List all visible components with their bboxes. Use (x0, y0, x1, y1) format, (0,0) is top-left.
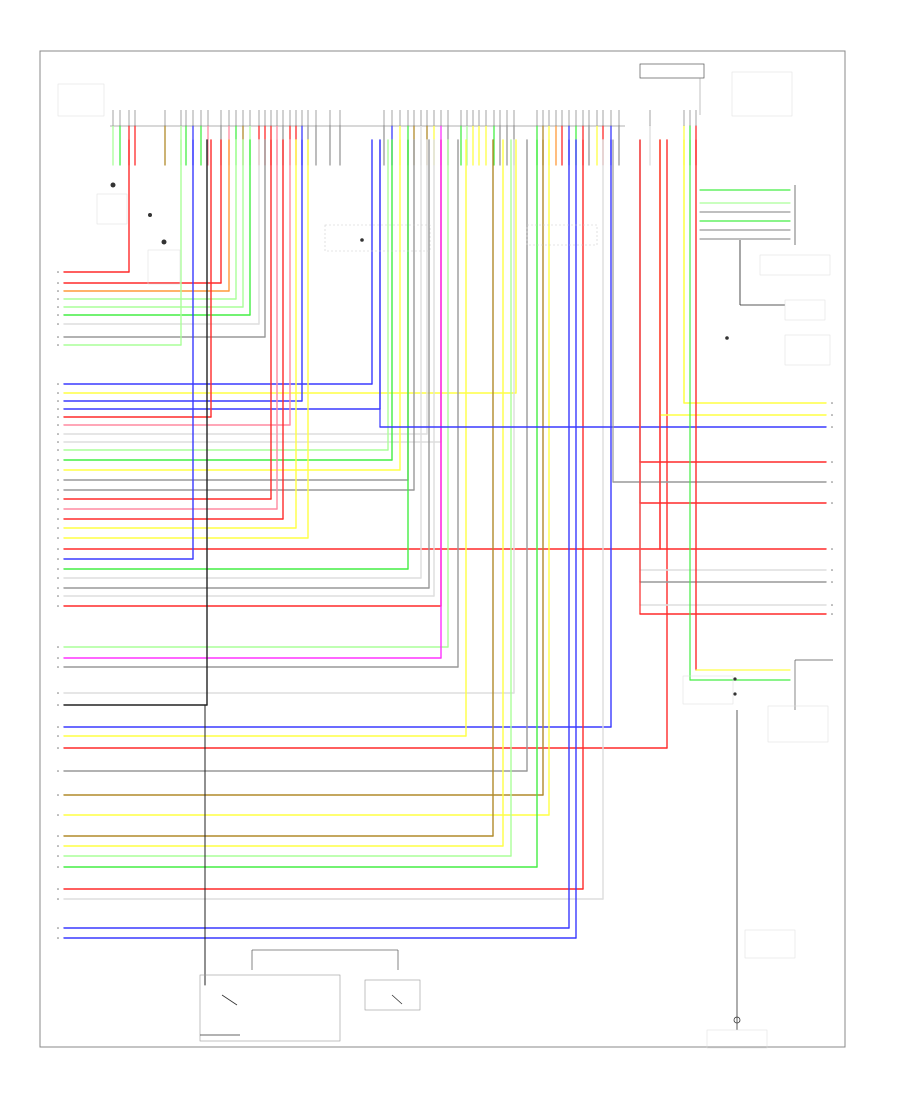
terminal-mark (57, 408, 59, 410)
terminal-mark (57, 489, 59, 491)
terminal-mark (57, 587, 59, 589)
terminal-mark (831, 414, 833, 416)
terminal-mark (57, 306, 59, 308)
terminal-mark (57, 595, 59, 597)
terminal-mark (57, 888, 59, 890)
terminal-mark (831, 402, 833, 404)
terminal-mark (57, 735, 59, 737)
terminal-mark (831, 613, 833, 615)
terminal-mark (57, 646, 59, 648)
terminal-mark (57, 898, 59, 900)
terminal-mark (57, 726, 59, 728)
terminal-mark (57, 794, 59, 796)
terminal-mark (57, 424, 59, 426)
splice-upper-middle (324, 224, 598, 252)
terminal-mark (57, 568, 59, 570)
terminal-mark (57, 323, 59, 325)
terminal-mark (57, 290, 59, 292)
terminal-mark (57, 537, 59, 539)
terminal-mark (57, 657, 59, 659)
terminal-mark (57, 845, 59, 847)
terminal-mark (57, 271, 59, 273)
terminal-mark (831, 502, 833, 504)
switch-components-bottom (199, 949, 421, 1042)
terminal-mark (57, 855, 59, 857)
terminal-mark (57, 937, 59, 939)
terminal-mark (57, 459, 59, 461)
terminal-mark (57, 814, 59, 816)
terminal-mark (57, 344, 59, 346)
terminal-mark (57, 605, 59, 607)
terminal-mark (57, 433, 59, 435)
terminal-mark (57, 282, 59, 284)
ground-lower-right (706, 710, 796, 1049)
terminal-mark (57, 508, 59, 510)
terminal-mark (57, 314, 59, 316)
terminal-mark (57, 835, 59, 837)
terminal-mark (57, 747, 59, 749)
pin-group (57, 110, 833, 939)
terminal-mark (57, 527, 59, 529)
connector-block-mid-right (682, 659, 833, 743)
terminal-mark (57, 441, 59, 443)
connector-block-right (725, 185, 831, 366)
terminal-mark (831, 426, 833, 428)
terminal-mark (57, 927, 59, 929)
terminal-mark (57, 666, 59, 668)
terminal-mark (57, 469, 59, 471)
terminal-mark (57, 400, 59, 402)
diagram-frame (39, 50, 846, 1048)
terminal-mark (57, 383, 59, 385)
terminal-mark (57, 392, 59, 394)
terminal-mark (831, 548, 833, 550)
terminal-mark (57, 449, 59, 451)
terminal-mark (57, 704, 59, 706)
terminal-mark (57, 770, 59, 772)
terminal-mark (831, 604, 833, 606)
terminal-mark (57, 518, 59, 520)
terminal-mark (57, 548, 59, 550)
terminal-mark (831, 481, 833, 483)
terminal-mark (57, 298, 59, 300)
component-top-right (639, 63, 793, 117)
terminal-mark (57, 498, 59, 500)
terminal-mark (831, 569, 833, 571)
terminal-mark (57, 416, 59, 418)
terminal-mark (831, 461, 833, 463)
terminal-mark (57, 692, 59, 694)
component-upper-left (57, 83, 181, 285)
terminal-mark (57, 577, 59, 579)
terminal-mark (831, 581, 833, 583)
terminal-mark (57, 558, 59, 560)
terminal-mark (57, 336, 59, 338)
terminal-mark (57, 866, 59, 868)
wire-group (63, 125, 827, 986)
terminal-mark (57, 479, 59, 481)
